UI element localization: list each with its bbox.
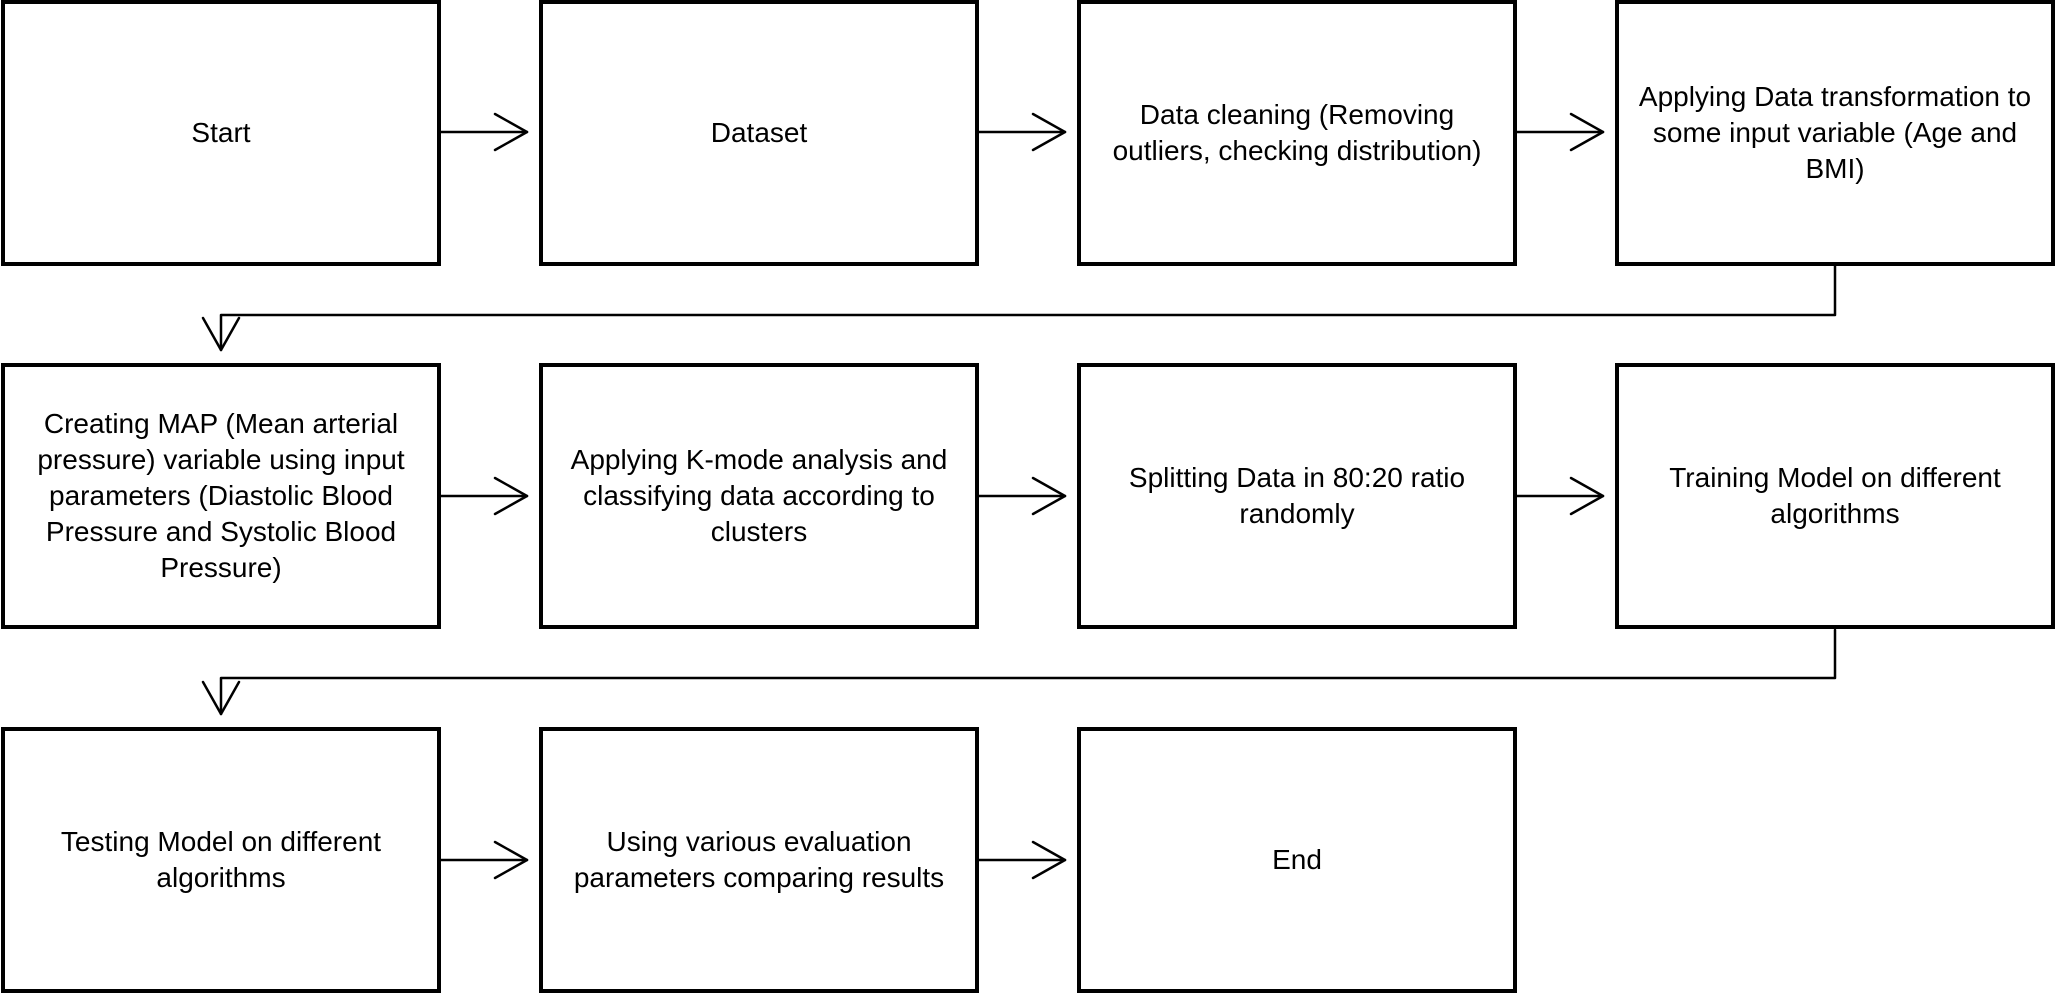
arrow-dataset-to-data-cleaning [976, 112, 1067, 152]
step-testing-label: Testing Model on different algorithms [60, 826, 382, 893]
step-creating-map-label: Creating MAP (Mean arterial pressure) va… [37, 408, 405, 583]
step-evaluation-label: Using various evaluation parameters comp… [573, 826, 945, 893]
step-end-label: End [1272, 844, 1322, 875]
step-end: End [1077, 727, 1517, 993]
arrow-training-to-testing [201, 628, 1837, 716]
arrow-k-mode-to-splitting-data [976, 476, 1067, 516]
step-k-mode: Applying K-mode analysis and classifying… [539, 363, 979, 629]
step-start-label: Start [191, 117, 251, 148]
step-dataset: Dataset [539, 0, 979, 266]
step-data-cleaning-label: Data cleaning (Removing outliers, checki… [1112, 99, 1482, 166]
arrow-creating-map-to-k-mode [438, 476, 529, 516]
arrow-evaluation-to-end [976, 840, 1067, 880]
step-dataset-label: Dataset [710, 117, 808, 148]
step-creating-map: Creating MAP (Mean arterial pressure) va… [1, 363, 441, 629]
step-data-transformation-label: Applying Data transformation to some inp… [1638, 81, 2032, 184]
arrow-splitting-data-to-training [1514, 476, 1605, 516]
step-training-label: Training Model on different algorithms [1669, 462, 2001, 529]
step-data-cleaning: Data cleaning (Removing outliers, checki… [1077, 0, 1517, 266]
arrow-start-to-dataset [438, 112, 529, 152]
step-splitting-data-label: Splitting Data in 80:20 ratio randomly [1128, 462, 1466, 529]
arrow-data-transformation-to-creating-map [201, 264, 1837, 352]
step-training: Training Model on different algorithms [1615, 363, 2055, 629]
step-testing: Testing Model on different algorithms [1, 727, 441, 993]
step-data-transformation: Applying Data transformation to some inp… [1615, 0, 2055, 266]
arrow-testing-to-evaluation [438, 840, 529, 880]
step-evaluation: Using various evaluation parameters comp… [539, 727, 979, 993]
step-start: Start [1, 0, 441, 266]
arrow-data-cleaning-to-data-transformation [1514, 112, 1605, 152]
step-splitting-data: Splitting Data in 80:20 ratio randomly [1077, 363, 1517, 629]
step-k-mode-label: Applying K-mode analysis and classifying… [570, 444, 948, 547]
